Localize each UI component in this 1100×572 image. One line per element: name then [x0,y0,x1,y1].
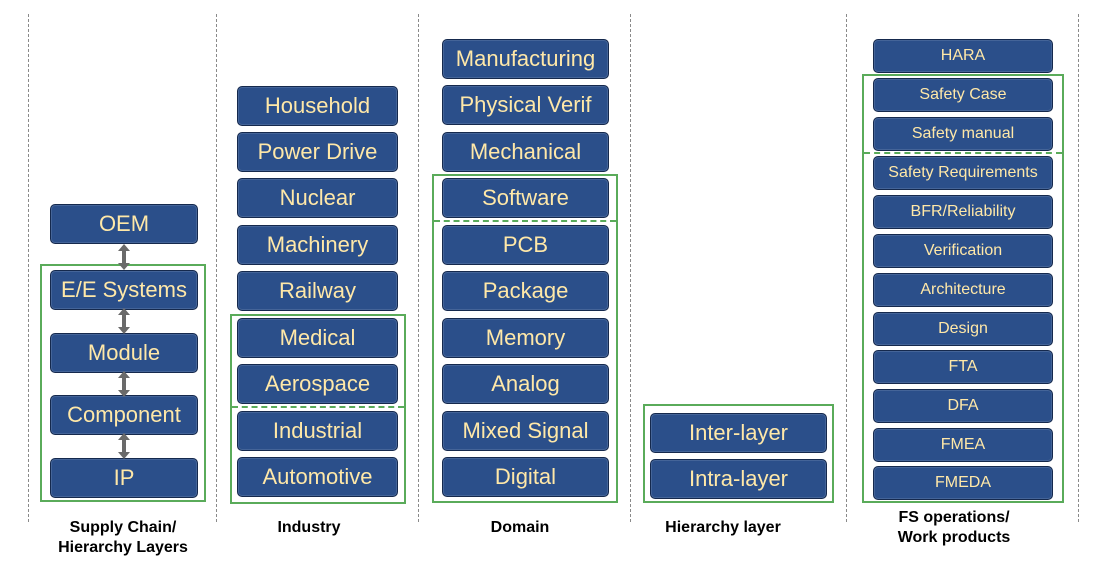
domain-label: Domain [490,519,550,536]
column-divider-1 [28,14,29,522]
domain-item-memory: Memory [442,318,609,358]
double-arrow-icon [118,371,130,397]
industry-item-industrial: Industrial [237,411,398,451]
industry-item-machinery: Machinery [237,225,398,265]
domain-item-package: Package [442,271,609,311]
domain-group [432,174,618,503]
supply-chain-item-ip: IP [50,458,198,498]
domain-item-pcb: PCB [442,225,609,265]
column-divider-6 [1078,14,1079,522]
supply-chain-label-line1: Supply Chain/ [69,519,177,536]
fs-item-bfr-reliability: BFR/Reliability [873,195,1053,229]
fs-item-safety-manual: Safety manual [873,117,1053,151]
domain-item-analog: Analog [442,364,609,404]
domain-item-software: Software [442,178,609,218]
domain-item-manufacturing: Manufacturing [442,39,609,79]
column-divider-2 [216,14,217,522]
supply-chain-label-line2: Hierarchy Layers [58,539,188,556]
industry-item-household: Household [237,86,398,126]
fs-item-fmea: FMEA [873,428,1053,462]
industry-item-railway: Railway [237,271,398,311]
domain-item-digital: Digital [442,457,609,497]
fs-item-dfa: DFA [873,389,1053,423]
column-divider-3 [418,14,419,522]
column-divider-5 [846,14,847,522]
supply-chain-item-ee-systems: E/E Systems [50,270,198,310]
fs-item-hara: HARA [873,39,1053,73]
fs-item-verification: Verification [873,234,1053,268]
fs-item-fmeda: FMEDA [873,466,1053,500]
industry-group-divider [232,406,404,408]
fs-item-architecture: Architecture [873,273,1053,307]
fs-item-safety-requirements: Safety Requirements [873,156,1053,190]
supply-chain-label: Supply Chain/ Hierarchy Layers [30,518,216,558]
domain-item-mechanical: Mechanical [442,132,609,172]
industry-item-medical: Medical [237,318,398,358]
column-divider-4 [630,14,631,522]
fs-operations-label-line2: Work products [897,529,1011,546]
supply-chain-item-module: Module [50,333,198,373]
double-arrow-icon [118,244,130,270]
supply-chain-item-oem: OEM [50,204,198,244]
fs-item-safety-case: Safety Case [873,78,1053,112]
domain-item-physical-verif: Physical Verif [442,85,609,125]
hierarchy-item-intra-layer: Intra-layer [650,459,827,499]
fs-item-design: Design [873,312,1053,346]
fs-operations-group-divider [864,152,1062,154]
industry-item-aerospace: Aerospace [237,364,398,404]
industry-item-power-drive: Power Drive [237,132,398,172]
domain-item-mixed-signal: Mixed Signal [442,411,609,451]
fs-operations-group [862,74,1064,503]
hierarchy-label: Hierarchy layer [665,519,781,536]
hierarchy-item-inter-layer: Inter-layer [650,413,827,453]
domain-group-divider [434,220,616,222]
industry-item-nuclear: Nuclear [237,178,398,218]
fs-operations-label: FS operations/ Work products [860,508,1048,548]
industry-group [230,314,406,504]
fs-item-fta: FTA [873,350,1053,384]
supply-chain-item-component: Component [50,395,198,435]
double-arrow-icon [118,433,130,459]
hierarchy-group [643,404,834,503]
industry-label: Industry [277,519,341,536]
industry-item-automotive: Automotive [237,457,398,497]
fs-operations-label-line1: FS operations/ [898,509,1010,526]
double-arrow-icon [118,308,130,334]
